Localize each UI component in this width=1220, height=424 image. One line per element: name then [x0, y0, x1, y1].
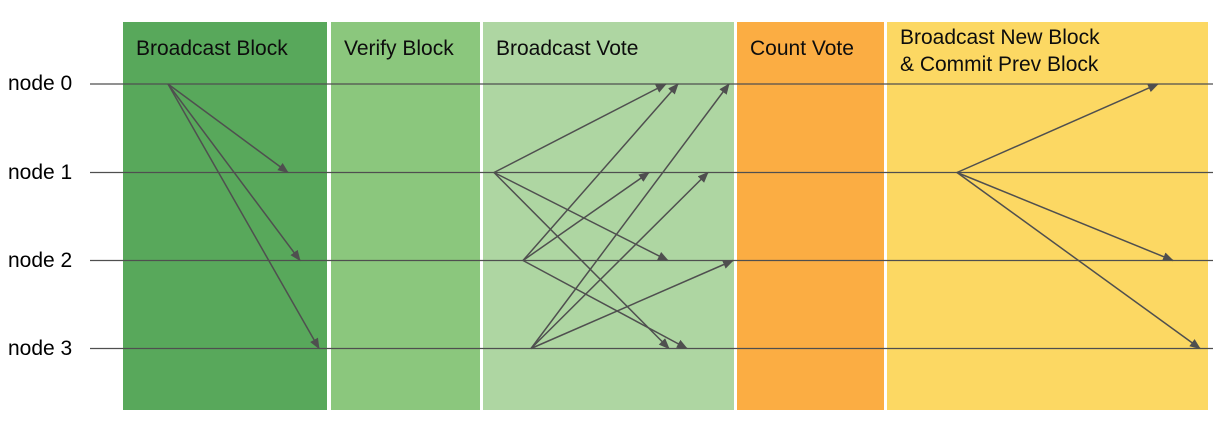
phase-label-broadcast-block: Broadcast Block: [136, 37, 288, 60]
phase-label-broadcast-commit: Broadcast New Block & Commit Prev Block: [900, 26, 1100, 76]
phase-band-count-vote: Count Vote: [737, 22, 884, 410]
node-label-2: node 2: [8, 248, 73, 272]
node-label-3: node 3: [8, 336, 73, 360]
phase-label-count-vote: Count Vote: [750, 37, 854, 60]
phase-label-verify-block: Verify Block: [344, 37, 454, 60]
node-label-1: node 1: [8, 160, 73, 184]
phase-band-verify-block: Verify Block: [331, 22, 480, 410]
phase-band-broadcast-block: Broadcast Block: [123, 22, 327, 410]
phase-band-broadcast-commit: Broadcast New Block & Commit Prev Block: [887, 22, 1208, 410]
phase-band-broadcast-vote: Broadcast Vote: [483, 22, 734, 410]
phase-label-broadcast-vote: Broadcast Vote: [496, 37, 639, 60]
node-label-0: node 0: [8, 72, 73, 95]
